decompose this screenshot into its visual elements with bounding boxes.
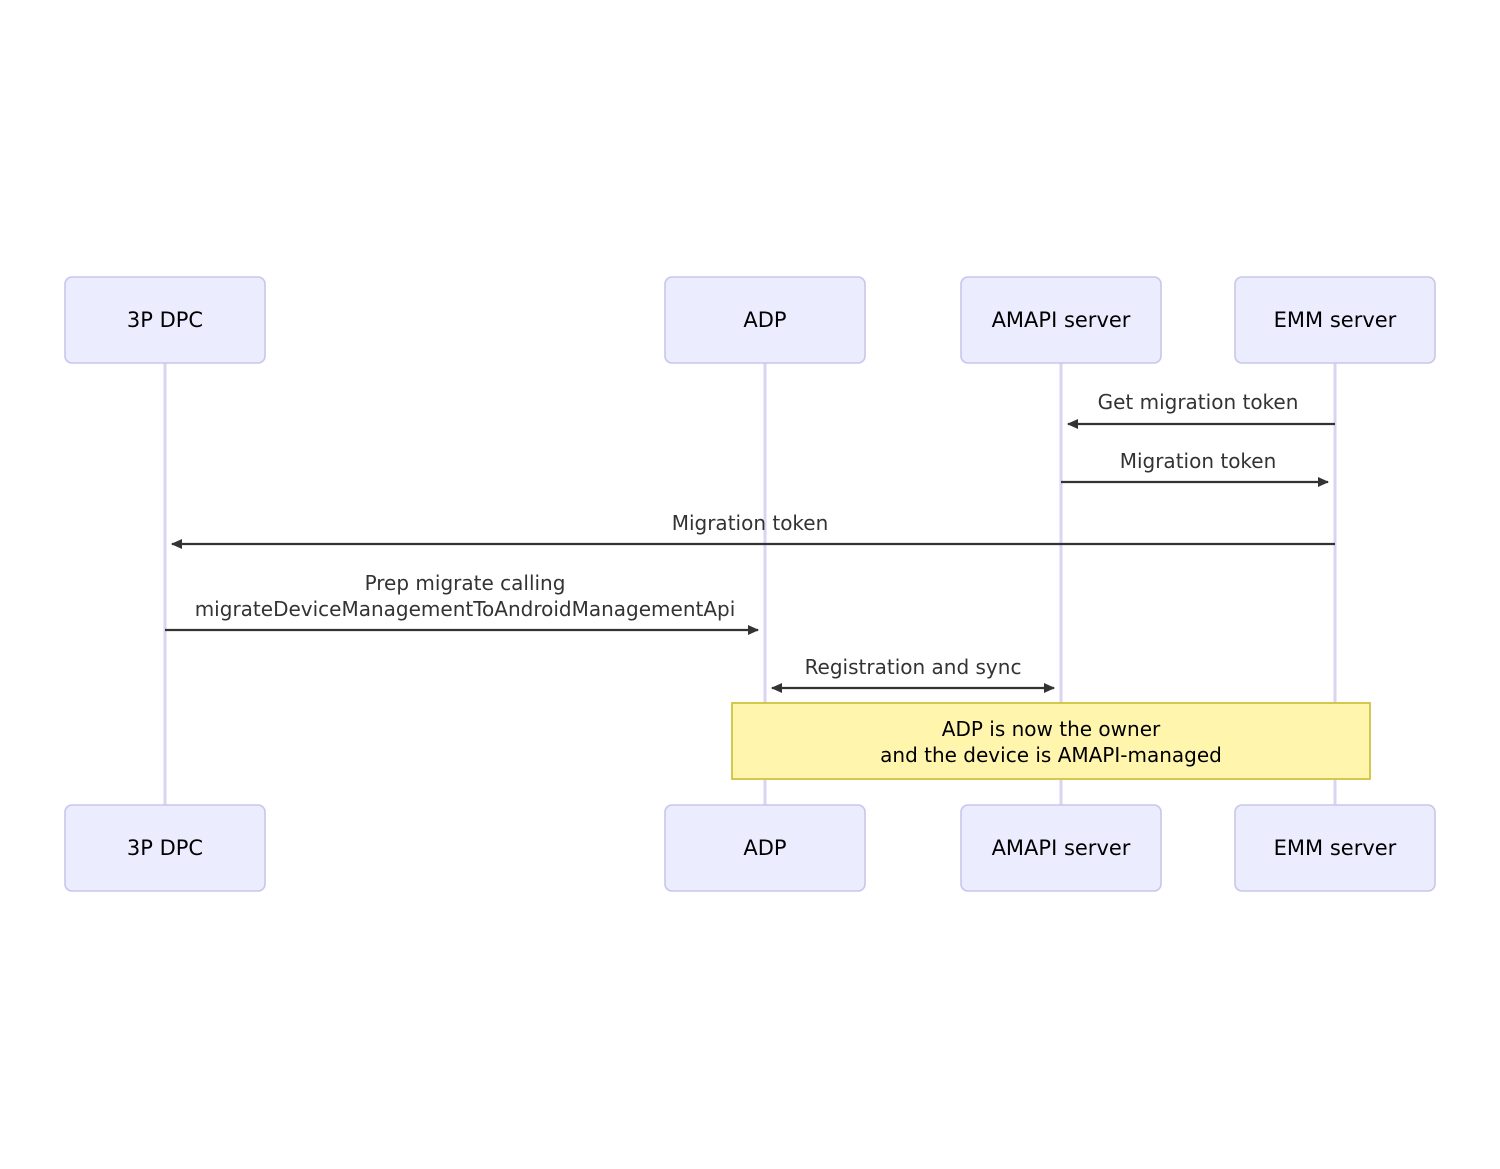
participant-box[interactable] xyxy=(64,804,266,892)
participant-label: ADP xyxy=(743,836,786,860)
message-label: Registration and sync xyxy=(805,655,1022,679)
message-label: Migration token xyxy=(672,511,829,535)
participant-label: AMAPI server xyxy=(992,836,1131,860)
message-migration-token-emm-dpc: Migration token xyxy=(171,511,1335,549)
note-box xyxy=(731,702,1371,780)
participant-label: EMM server xyxy=(1274,308,1397,332)
message-prep-migrate: Prep migrate calling migrateDeviceManage… xyxy=(165,571,759,635)
participant-label: 3P DPC xyxy=(127,836,203,860)
message-label-line1: Prep migrate calling xyxy=(365,571,566,595)
participant-label: 3P DPC xyxy=(127,308,203,332)
participant-top-adp[interactable]: ADP xyxy=(664,276,866,364)
note-adp-owner: ADP is now the owner and the device is A… xyxy=(731,702,1371,780)
participant-box[interactable] xyxy=(1234,276,1436,364)
participant-label: EMM server xyxy=(1274,836,1397,860)
participant-box[interactable] xyxy=(664,804,866,892)
message-label-line2: migrateDeviceManagementToAndroidManageme… xyxy=(195,597,736,621)
participant-top-amapi[interactable]: AMAPI server xyxy=(960,276,1162,364)
messages: Get migration token Migration token Migr… xyxy=(165,390,1335,693)
participant-box[interactable] xyxy=(960,804,1162,892)
participant-boxes-top: 3P DPC ADP AMAPI server EMM server xyxy=(64,276,1436,364)
participant-box[interactable] xyxy=(664,276,866,364)
participant-box[interactable] xyxy=(1234,804,1436,892)
participant-top-dpc[interactable]: 3P DPC xyxy=(64,276,266,364)
note-line2: and the device is AMAPI-managed xyxy=(880,743,1222,767)
participant-label: ADP xyxy=(743,308,786,332)
participant-box[interactable] xyxy=(960,276,1162,364)
participant-bottom-emm[interactable]: EMM server xyxy=(1234,804,1436,892)
message-migration-token-amapi-emm: Migration token xyxy=(1061,449,1329,487)
message-label: Get migration token xyxy=(1098,390,1299,414)
message-label: Migration token xyxy=(1120,449,1277,473)
participant-bottom-adp[interactable]: ADP xyxy=(664,804,866,892)
participant-bottom-amapi[interactable]: AMAPI server xyxy=(960,804,1162,892)
message-registration-and-sync: Registration and sync xyxy=(771,655,1055,693)
participant-boxes-bottom: 3P DPC ADP AMAPI server EMM server xyxy=(64,804,1436,892)
participant-bottom-dpc[interactable]: 3P DPC xyxy=(64,804,266,892)
note-line1: ADP is now the owner xyxy=(942,717,1161,741)
participant-box[interactable] xyxy=(64,276,266,364)
participant-top-emm[interactable]: EMM server xyxy=(1234,276,1436,364)
participant-label: AMAPI server xyxy=(992,308,1131,332)
message-get-migration-token: Get migration token xyxy=(1067,390,1335,429)
